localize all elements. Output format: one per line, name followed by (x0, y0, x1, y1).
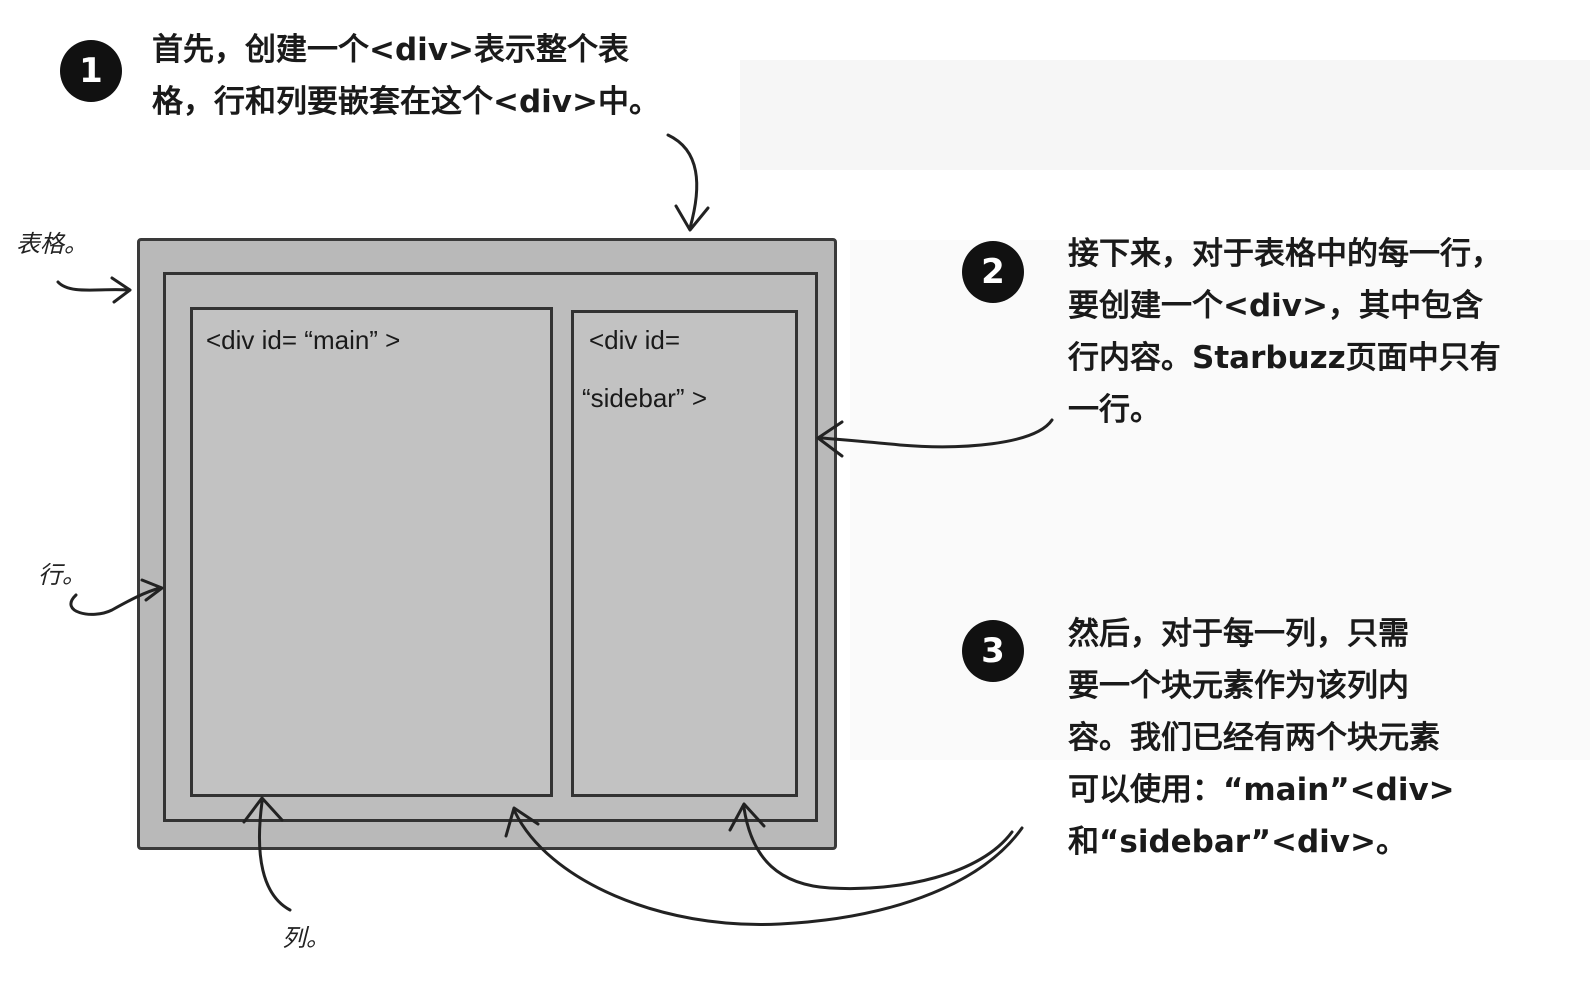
row-label: 行。 (38, 561, 86, 589)
step-2-badge: 2 (962, 241, 1024, 303)
step-2-text: 接下来，对于表格中的每一行， 要创建一个<div>，其中包含 行内容。Starb… (1068, 236, 1502, 428)
step-3-text: 然后，对于每一列，只需 要一个块元素作为该列内 容。我们已经有两个块元素 可以使… (1068, 616, 1455, 860)
page-bleed-through (740, 60, 1590, 170)
step-1-arrow (666, 133, 699, 230)
step-1-text: 首先，创建一个<div>表示整个表 格，行和列要嵌套在这个<div>中。 (152, 32, 660, 120)
sidebar-div-label-line1: <div id= (589, 325, 681, 355)
table-label: 表格。 (16, 230, 88, 258)
table-arrow (56, 280, 130, 292)
sidebar-column-box (571, 310, 798, 797)
sidebar-div-label-line2: “sidebar” > (582, 383, 707, 413)
main-div-label: <div id= “main” > (206, 325, 401, 355)
step-3-badge: 3 (962, 620, 1024, 682)
step-1-badge: 1 (60, 40, 122, 102)
column-label: 列。 (282, 924, 330, 952)
table-arrowhead (110, 276, 132, 304)
main-column-box (190, 307, 553, 797)
step-1-arrowhead (674, 204, 710, 232)
